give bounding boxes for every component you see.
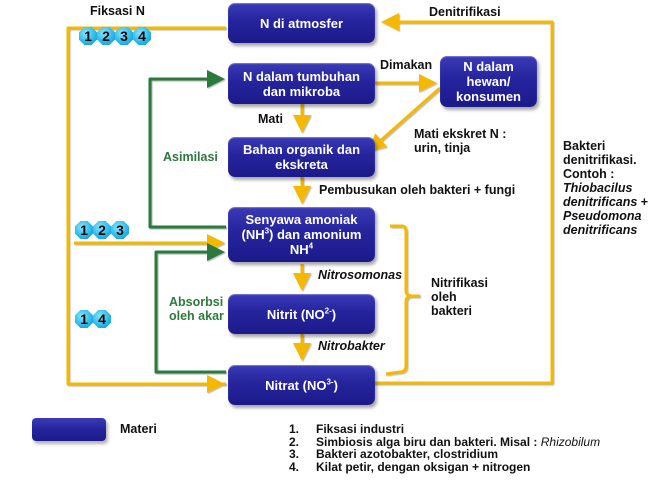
- label-denitrifying-bacteria: Bakteri denitrifikasi. Contoh : Thiobaci…: [563, 139, 671, 237]
- text: +: [637, 195, 649, 209]
- box-n-plants-microbes: N dalam tumbuhan dan mikroba: [228, 63, 375, 104]
- label-absorbsi: Absorbsi oleh akar: [169, 295, 224, 323]
- label-mati-ekskret: Mati ekskret N : urin, tinja: [414, 127, 507, 155]
- label-mati: Mati: [258, 112, 283, 126]
- note-text: Bakteri azotobakter, clostridium: [316, 447, 499, 461]
- text: ): [331, 306, 337, 322]
- note-number: 1.: [289, 422, 300, 436]
- label-pembusukan: Pembusukan oleh bakteri + fungi: [319, 183, 516, 197]
- species-name: Thiobacilus denitrificans: [563, 181, 638, 209]
- number-badge: 4: [93, 310, 111, 328]
- superscript: 3: [264, 226, 270, 236]
- superscript: 4: [308, 241, 314, 251]
- note-item: 2. Simbiosis alga biru dan bakteri. Misal…: [289, 434, 601, 449]
- label-nitrosomonas: Nitrosomonas: [318, 268, 403, 282]
- note-text: Kilat petir, dengan oksigan + nitrogen: [316, 459, 531, 474]
- note-text: Fiksasi industri: [316, 422, 405, 436]
- fixation-arrow-outer: [66, 26, 226, 386]
- note-item: 4. Kilat petir, dengan oksigan + nitrogen: [289, 459, 600, 474]
- box-n-atmosphere: N di atmosfer: [228, 3, 375, 43]
- label-asimilasi: Asimilasi: [163, 150, 218, 164]
- note-item: 3. Bakteri azotobakter, clostridium: [289, 448, 600, 461]
- text: ): [333, 377, 338, 393]
- box-label: N dalam tumbuhan dan mikroba: [242, 68, 360, 99]
- excretion-arrow: [367, 86, 441, 152]
- number-badge: 1: [75, 221, 93, 239]
- legend-notes: 1. Fiksasi industri 2. Simbiosis alga biru…: [289, 423, 600, 473]
- legend-swatch: [32, 418, 106, 441]
- number-badge: 2: [97, 27, 115, 45]
- label-nitrifikasi: Nitrifikasi oleh bakteri: [431, 276, 488, 318]
- text: Nitrat (NO: [265, 377, 327, 393]
- text: Bakteri denitrifikasi. Contoh :: [563, 139, 637, 181]
- legend-label: Materi: [120, 422, 157, 436]
- box-nitrite: Nitrit (NO2-): [228, 294, 375, 334]
- note-italic: Rhizobilum: [540, 434, 601, 449]
- label-denitrifikasi: Denitrifikasi: [429, 5, 501, 19]
- superscript: 3-: [326, 377, 334, 387]
- number-badge: 1: [75, 310, 93, 328]
- text: Nitrit (NO: [266, 306, 325, 322]
- box-organic-matter: Bahan organik dan ekskreta: [228, 137, 375, 177]
- note-number: 2.: [289, 434, 300, 449]
- badge-group-middle: 1 2 3: [75, 221, 129, 239]
- number-badge: 4: [133, 27, 151, 45]
- box-label-line1: Senyawa amoniak: [245, 212, 358, 227]
- box-nitrate: Nitrat (NO3-): [228, 365, 375, 405]
- box-ammonia-ammonium: Senyawa amoniak (NH3) dan amonium NH4: [228, 207, 375, 262]
- box-n-animals-consumers: N dalam hewan/ konsumen: [440, 56, 537, 107]
- text: (NH: [241, 227, 265, 242]
- box-label: N dalam hewan/ konsumen: [455, 59, 521, 104]
- label-nitrobakter: Nitrobakter: [318, 339, 385, 353]
- nitrification-bracket: [385, 224, 420, 376]
- label-dimakan: Dimakan: [380, 58, 433, 72]
- note-text: Simbiosis alga biru dan bakteri. Misal :: [316, 434, 538, 449]
- badge-group-bottom: 1 4: [75, 310, 111, 328]
- number-badge: 1: [79, 27, 97, 45]
- box-label: Nitrat (NO3-): [265, 378, 338, 393]
- number-badge: 3: [115, 27, 133, 45]
- species-name: Pseudomona denitrificans: [563, 209, 642, 237]
- note-number: 3.: [289, 447, 300, 461]
- box-label-line3: NH4: [290, 242, 313, 257]
- label-fiksasi-n: Fiksasi N: [90, 4, 145, 18]
- text: NH: [289, 242, 309, 257]
- box-label: Bahan organik dan ekskreta: [242, 142, 361, 172]
- box-label: N di atmosfer: [259, 15, 344, 31]
- text: ) dan amonium: [269, 227, 362, 242]
- box-label: Nitrit (NO2-): [267, 307, 336, 322]
- note-item: 1. Fiksasi industri: [289, 423, 600, 436]
- note-number: 4.: [289, 459, 300, 474]
- number-badge: 2: [93, 221, 111, 239]
- denitrification-arrow: [334, 13, 554, 385]
- absorption-arrow: [154, 243, 226, 374]
- superscript: 2-: [324, 306, 332, 316]
- assimilation-arrow: [148, 70, 226, 229]
- number-badge: 3: [111, 221, 129, 239]
- badge-group-top: 1 2 3 4: [79, 27, 151, 45]
- box-label-line2: (NH3) dan amonium: [241, 227, 361, 242]
